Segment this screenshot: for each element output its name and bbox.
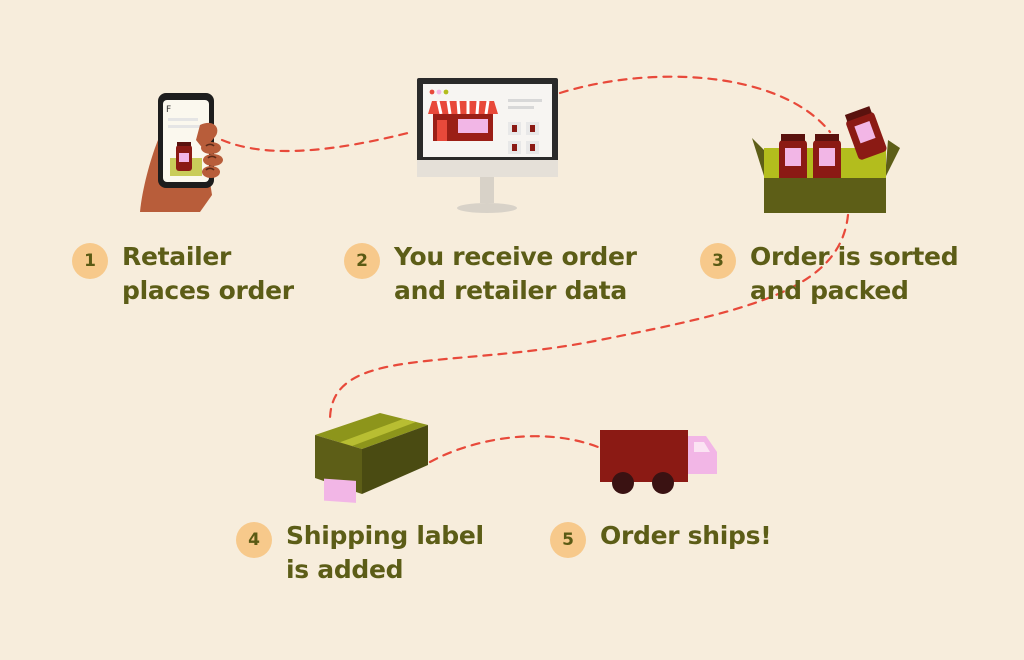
step-4-line-2: is added: [286, 555, 404, 584]
delivery-truck-icon: [600, 430, 717, 494]
step-1-number: 1: [72, 243, 108, 279]
step-5-number: 5: [550, 522, 586, 558]
step-1-line-1: Retailer: [122, 242, 232, 271]
desktop-storefront-icon: [417, 78, 558, 213]
step-1-label: 1 Retailer places order: [72, 240, 294, 308]
step-5-label: 5 Order ships!: [550, 519, 772, 558]
step-4-label: 4 Shipping label is added: [236, 519, 484, 587]
step-1-text: Retailer places order: [122, 240, 294, 308]
phone-screen-letter: F: [166, 105, 171, 115]
step-3-number: 3: [700, 243, 736, 279]
step-2-line-1: You receive order: [394, 242, 637, 271]
box-with-jars-icon: [752, 106, 900, 213]
step-4-line-1: Shipping label: [286, 521, 484, 550]
dashed-path: [220, 75, 850, 464]
hand-phone-icon: F: [140, 93, 223, 212]
step-2-line-2: and retailer data: [394, 276, 627, 305]
step-2-label: 2 You receive order and retailer data: [344, 240, 637, 308]
step-1-line-2: places order: [122, 276, 294, 305]
step-5-text: Order ships!: [600, 519, 772, 553]
step-3-line-1: Order is sorted: [750, 242, 959, 271]
step-2-number: 2: [344, 243, 380, 279]
step-2-text: You receive order and retailer data: [394, 240, 637, 308]
step-3-text: Order is sorted and packed: [750, 240, 959, 308]
step-3-line-2: and packed: [750, 276, 909, 305]
step-5-line-1: Order ships!: [600, 521, 772, 550]
step-4-text: Shipping label is added: [286, 519, 484, 587]
step-4-number: 4: [236, 522, 272, 558]
step-3-label: 3 Order is sorted and packed: [700, 240, 959, 308]
labeled-package-icon: [315, 413, 428, 503]
